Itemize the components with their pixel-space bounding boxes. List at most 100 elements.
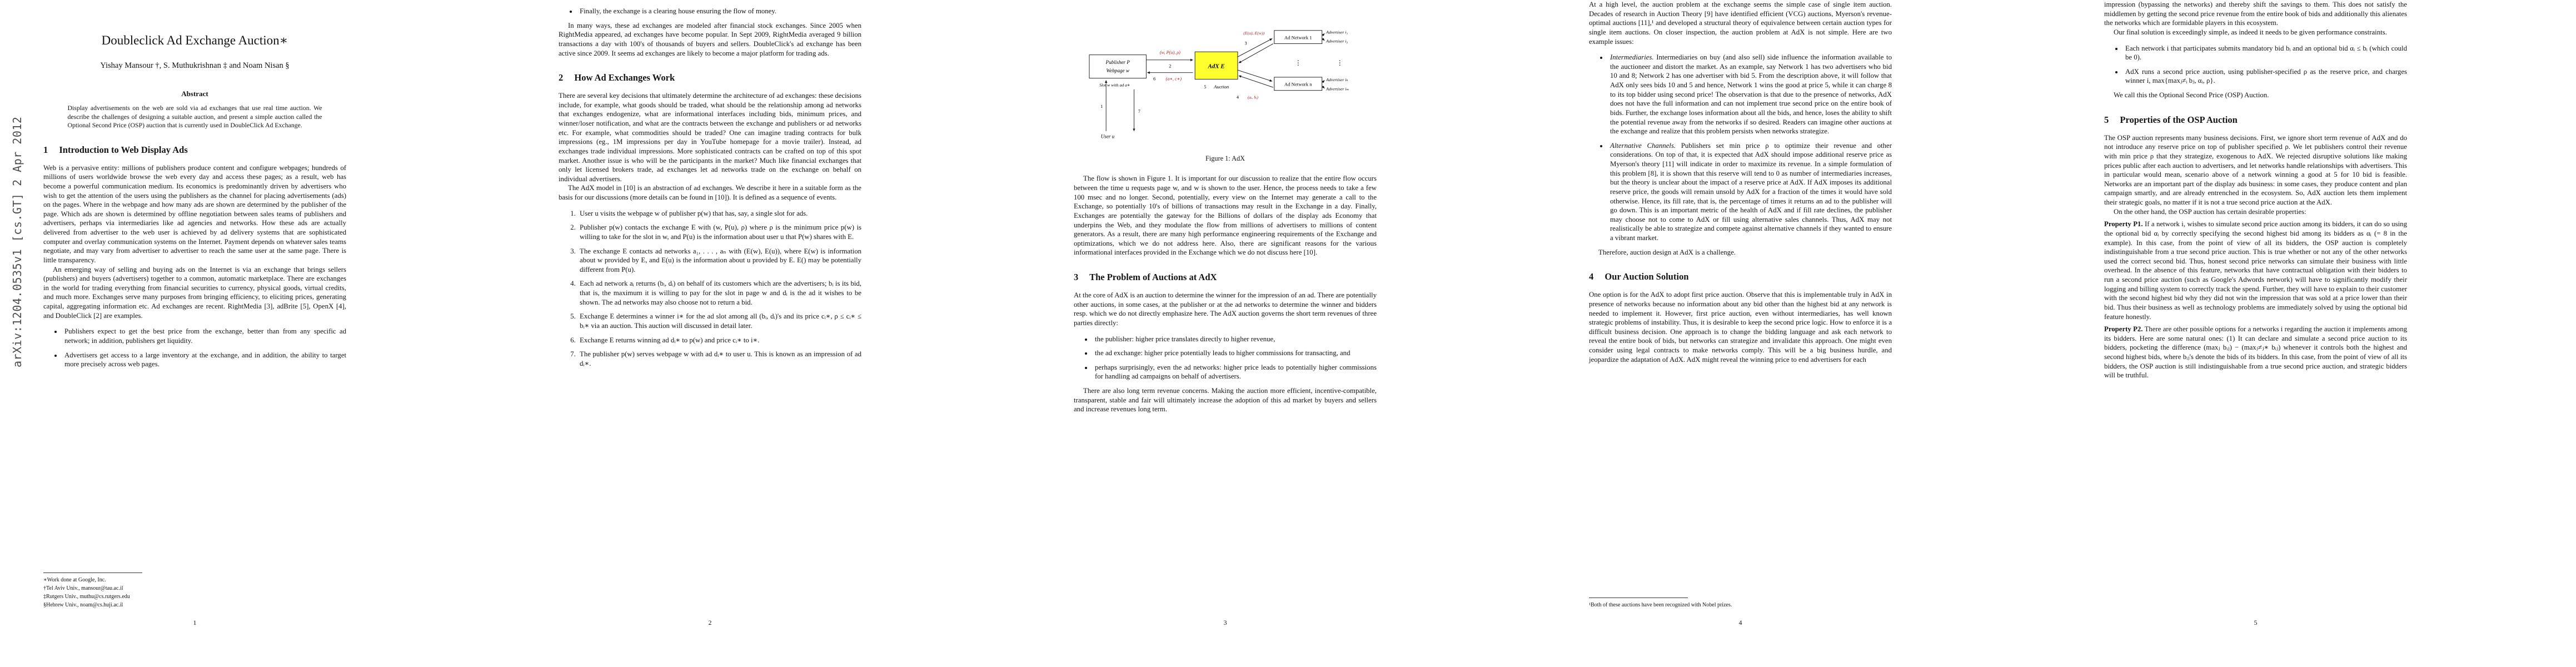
bullet-item: Intermediaries. Intermediaries on buy (a… [1608,53,1892,136]
bullet-lead: Alternative Channels. [1610,141,1676,150]
page-2: Finally, the exchange is a clearing hous… [515,0,1030,667]
bullet-list: Finally, the exchange is a clearing hous… [559,7,861,16]
paragraph: Web is a pervasive entity: millions of p… [43,163,346,264]
bullet-lead: Intermediaries. [1610,53,1654,62]
section-title: Introduction to Web Display Ads [59,144,188,155]
arxiv-watermark: arXiv:1204.0535v1 [cs.GT] 2 Apr 2012 [11,116,24,367]
page-number: 5 [2254,619,2258,626]
adx-exchange-box [1194,51,1238,80]
section-number: 4 [1589,271,1594,282]
bullet-item: Publishers expect to get the best price … [62,327,346,345]
bullet-item: the publisher: higher price translates d… [1093,335,1377,344]
list-item: Publisher p(w) contacts the exchange E w… [577,223,861,241]
bullet-list: Publishers expect to get the best price … [43,327,346,369]
ad-network-n-box [1273,77,1322,91]
section-number: 5 [2104,114,2109,125]
page-3-column: Publisher P Webpage w Slot w with ad a∗ … [1074,0,1377,414]
paragraph: There are several key decisions that ult… [559,92,861,183]
list-item: Exchange E determines a winner i∗ for th… [577,312,861,330]
page-number: 4 [1738,619,1742,626]
section-3-heading: 3 The Problem of Auctions at AdX [1074,272,1377,283]
section-5-heading: 5 Properties of the OSP Auction [2104,115,2407,126]
bullet-list: Each network i that participates submits… [2104,44,2407,86]
arrow-label-adx-to-pub: (a∗, c∗) [1165,76,1182,81]
paragraph: We call this the Optional Second Price (… [2114,91,2269,99]
arrow-label-adx-to-networks: (E(u), E(w)) [1243,31,1264,36]
step-3-number: 3 [1244,41,1247,46]
bullet-text: Publishers set min price ρ to optimize t… [1610,141,1892,242]
bullet-text: Intermediaries on buy (and also sell) si… [1610,53,1892,136]
page-4-column: At a high level, the auction problem at … [1589,0,1892,364]
paragraph: On the other hand, the OSP auction has c… [2114,207,2306,216]
property-lead: Property P2. [2104,325,2143,334]
paragraph: One option is for the AdX to adopt first… [1589,291,1892,364]
section-4-heading: 4 Our Auction Solution [1589,271,1892,282]
networks-ellipsis: ⋮ [1294,59,1301,67]
paragraph: impression (bypassing the networks) and … [2104,1,2407,27]
ad-network-1-label: Ad Network 1 [1284,34,1312,40]
bullet-item: Advertisers get access to a large invent… [62,351,346,369]
section-1-heading: 1 Introduction to Web Display Ads [43,145,346,156]
figure-1-adx-diagram: Publisher P Webpage w Slot w with ad a∗ … [1074,23,1377,148]
paper-title: Doubleclick Ad Exchange Auction∗ [101,33,288,47]
property-p1: Property P1. If a network i, wishes to s… [2104,220,2407,321]
ad-network-1-box [1273,30,1322,44]
event-sequence-list: User u visits the webpage w of publisher… [559,209,861,369]
bullet-list: Intermediaries. Intermediaries on buy (a… [1589,53,1892,243]
section-title: How Ad Exchanges Work [574,72,675,83]
advertiser-1-label: Advertiser i₁ [1326,29,1348,34]
adx-box-label: AdX E [1207,63,1224,69]
footnotes-block: ∗Work done at Google, Inc. †Tel Aviv Uni… [43,573,346,609]
publisher-label: Publisher P [1105,59,1130,65]
paragraph: The AdX model in [10] is an abstraction … [559,184,861,201]
property-text: There are other possible options for a n… [2104,325,2408,380]
page-number: 1 [193,619,197,626]
page-4: At a high level, the auction problem at … [1546,0,2061,667]
arrow-label-networks-to-adx: (aᵢ, bᵢ) [1247,94,1258,99]
list-item: The exchange E contacts ad networks a₁, … [577,247,861,275]
page-3: Publisher P Webpage w Slot w with ad a∗ … [1030,0,1546,667]
step-2-number: 2 [1169,64,1171,69]
footnote: ‡Rutgers Univ., muthu@cs.rutgers.edu [43,594,130,600]
section-number: 3 [1074,272,1079,283]
section-title: The Problem of Auctions at AdX [1089,272,1217,283]
section-number: 2 [559,72,564,83]
advertiser-m-label: Advertiser iₘ [1326,87,1349,92]
advertiser-k-label: Advertiser iₖ [1326,77,1348,82]
auction-step-number: 5 [1204,84,1206,89]
paragraph: At a high level, the auction problem at … [1589,1,1892,46]
arrow-label-pub-to-adx: (w, P(u), ρ) [1159,50,1180,55]
property-text: If a network i, wishes to simulate secon… [2104,220,2408,321]
paragraph: Our final solution is exceedingly simple… [2114,28,2387,36]
paragraph: At the core of AdX is an auction to dete… [1074,291,1377,327]
paragraph: An emerging way of selling and buying ad… [43,265,346,320]
bullet-item: perhaps surprisingly, even the ad networ… [1093,363,1377,381]
step-6-number: 6 [1153,76,1155,81]
figure-arrows [1104,33,1325,131]
page-number: 2 [708,619,712,626]
footnote: †Tel Aviv Univ., mansour@tau.ac.il [43,585,123,591]
footnote: ∗Work done at Google, Inc. [43,577,106,583]
list-item: Each ad network aᵢ returns (bᵢ, dᵢ) on b… [577,279,861,307]
step-1-number: 1 [1100,104,1103,109]
figure-caption: Figure 1: AdX [1205,155,1245,163]
section-number: 1 [43,144,48,155]
adx-flow-diagram: Publisher P Webpage w Slot w with ad a∗ … [1089,29,1349,140]
footnote: §Hebrew Univ., noam@cs.huji.ac.il [43,602,123,608]
page-5-column: impression (bypassing the networks) and … [2104,0,2407,380]
abstract-text: Display advertisements on the web are so… [67,104,322,130]
paragraph: Therefore, auction design at AdX is a ch… [1598,248,1736,256]
paragraph: There are also long term revenue concern… [1074,387,1377,414]
paragraph: The OSP auction represents many business… [2104,133,2407,206]
page-1-column: Doubleclick Ad Exchange Auction∗ Yishay … [43,0,346,374]
bullet-item: Each network i that participates submits… [2123,44,2407,62]
step-7-number: 7 [1138,109,1140,114]
publisher-box [1089,54,1147,79]
property-p2: Property P2. There are other possible op… [2104,325,2407,380]
bullet-item: AdX runs a second price auction, using p… [2123,67,2407,86]
bullet-item: Alternative Channels. Publishers set min… [1608,141,1892,243]
paper-authors: Yishay Mansour †, S. Muthukrishnan ‡ and… [100,61,290,70]
page-number: 3 [1223,619,1227,626]
auction-label: Auction [1213,84,1229,89]
